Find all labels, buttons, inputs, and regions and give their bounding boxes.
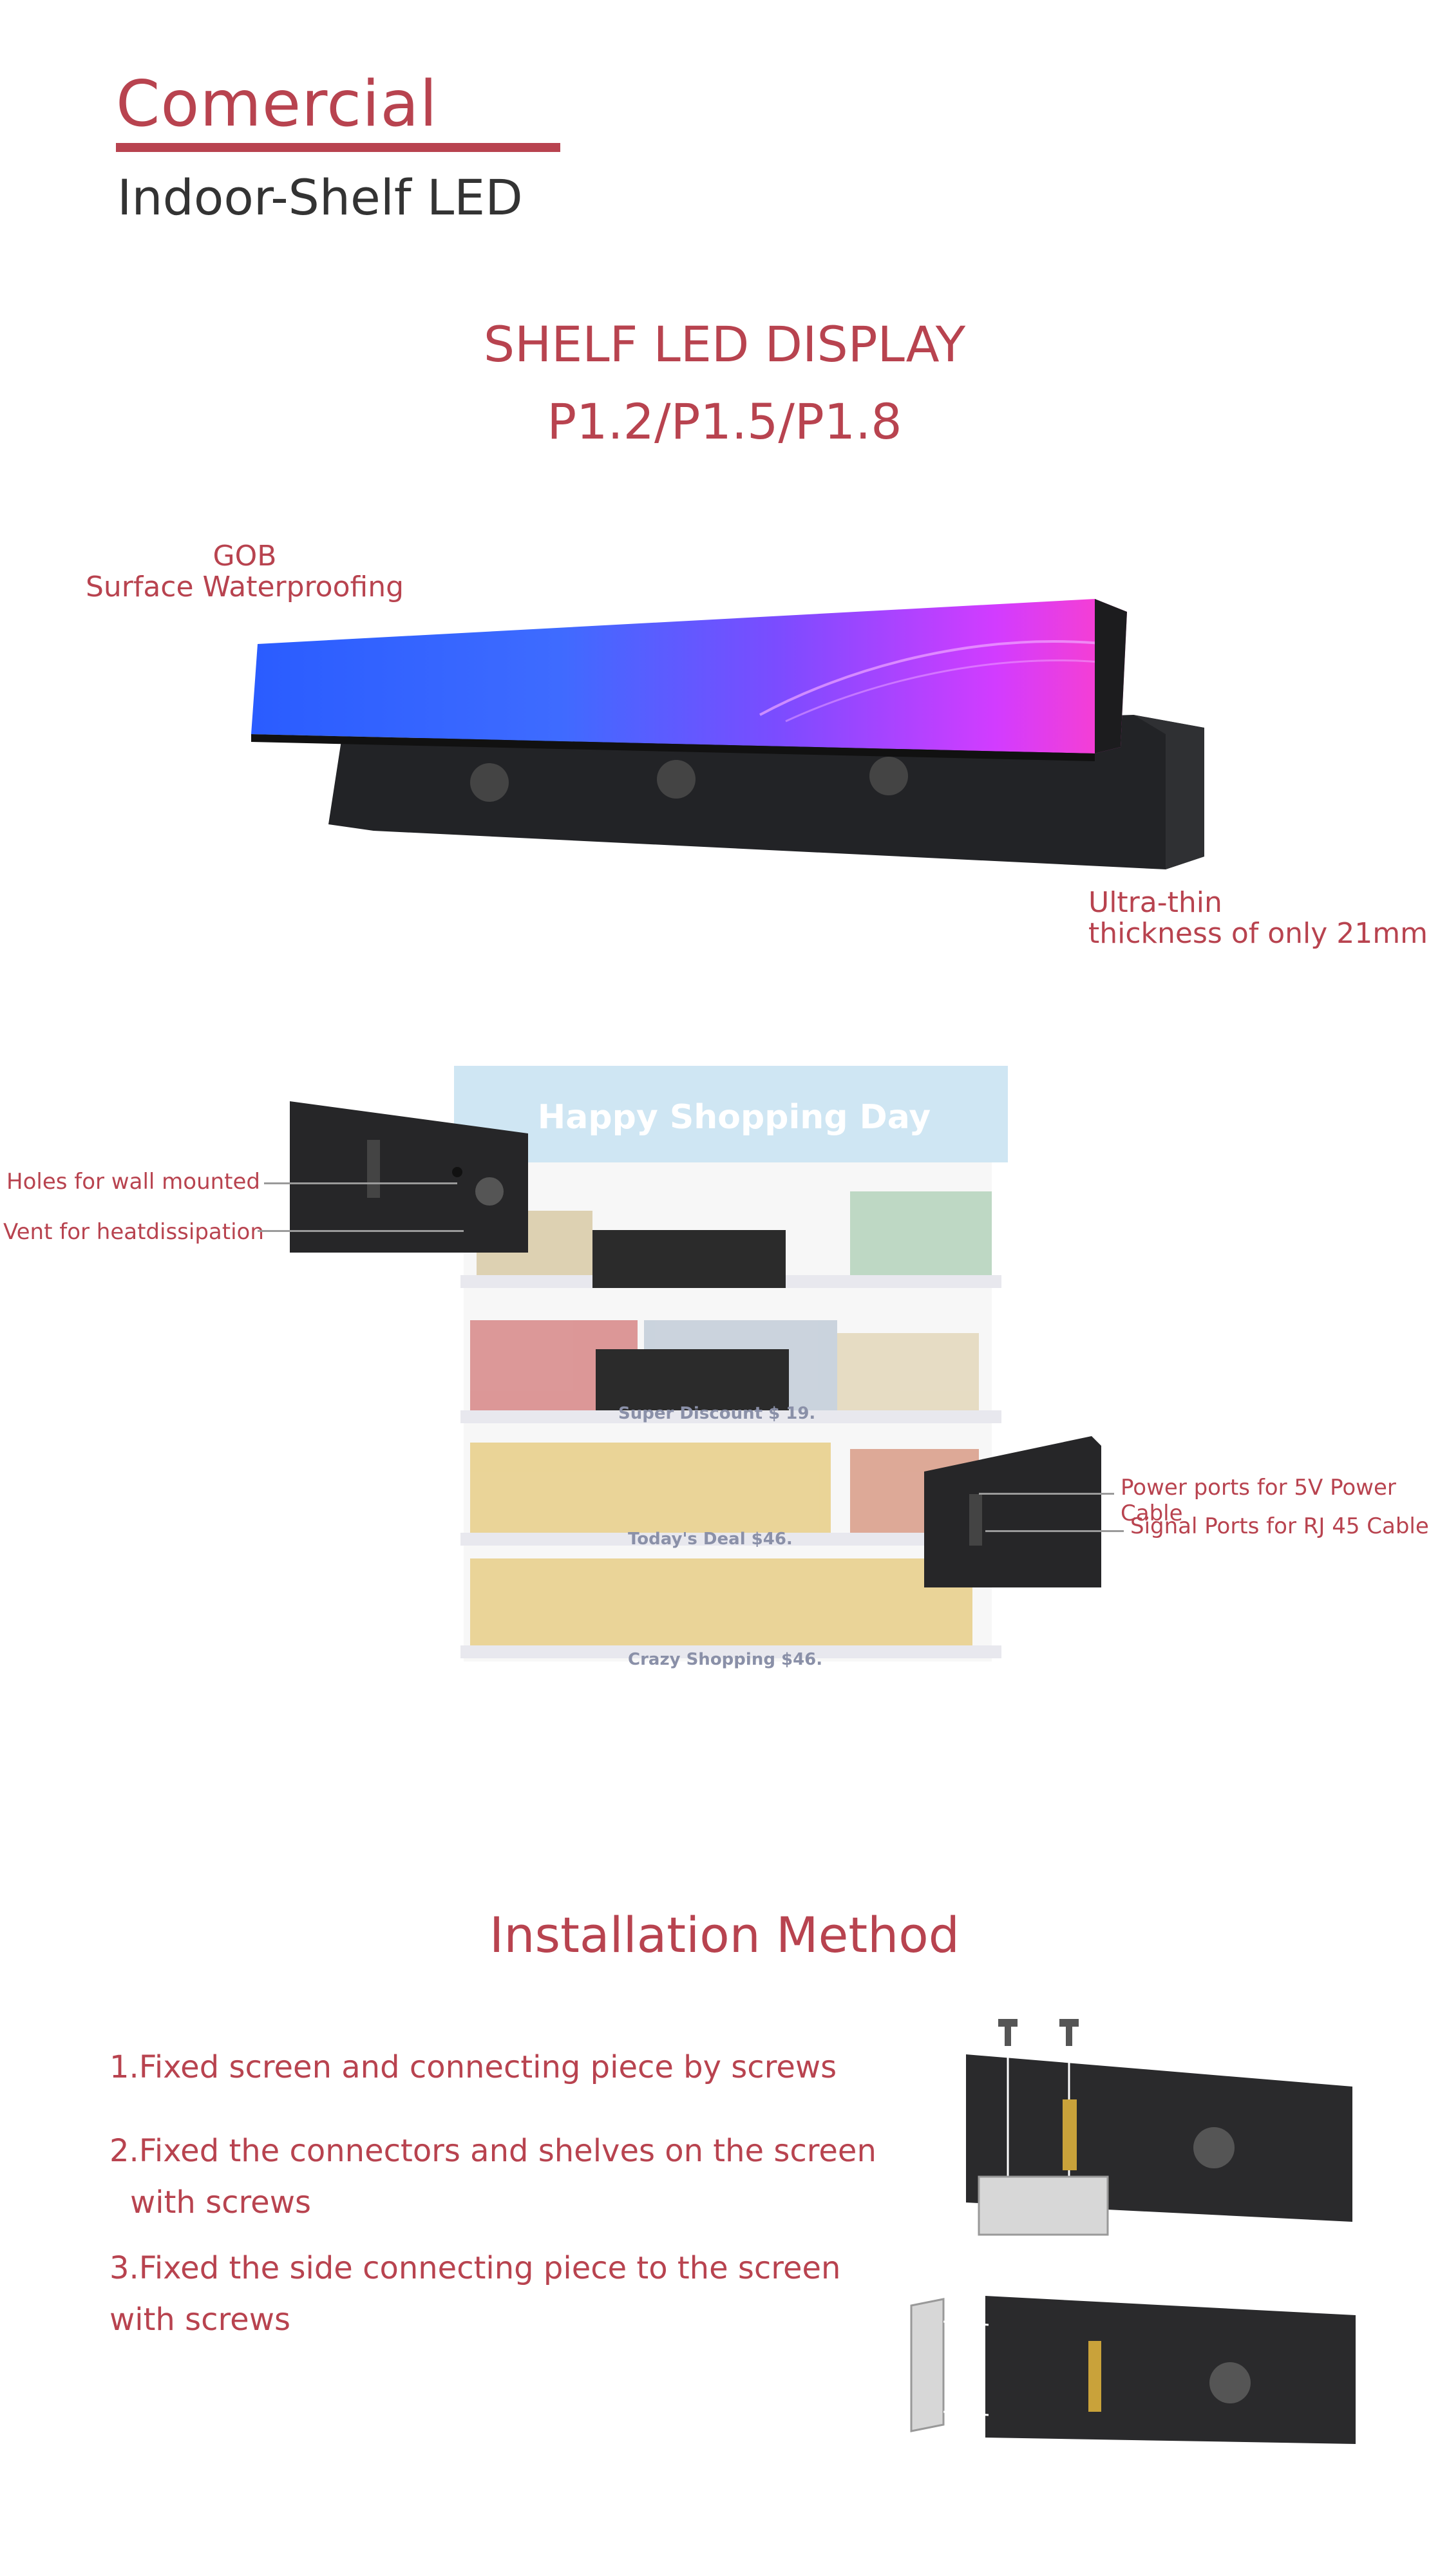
page-subtitle: Indoor-Shelf LED xyxy=(117,169,523,226)
screw-icon xyxy=(998,2019,1079,2046)
power-callout: Power ports for 5V Power Cable xyxy=(1121,1475,1396,1526)
thin-callout-line2: thickness of only 21mm xyxy=(1088,917,1428,951)
speaker-grille-icon xyxy=(470,757,908,802)
holes-leader-line xyxy=(264,1182,457,1184)
gob-callout: GOB Surface Waterproofing xyxy=(64,540,425,604)
gob-callout-line2: Surface Waterproofing xyxy=(85,571,404,604)
install-diagram-side xyxy=(910,2296,1356,2444)
thin-callout: Ultra-thin thickness of only 21mm xyxy=(1088,887,1428,950)
install-diagram-screws xyxy=(966,2019,1352,2236)
installation-steps: 1.Fixed screen and connecting piece by s… xyxy=(109,2041,882,2345)
product-title: SHELF LED DISPLAY xyxy=(483,316,966,373)
power-leader-line xyxy=(979,1493,1114,1495)
category-title: Comercial xyxy=(116,68,438,141)
shelf-led-product-render xyxy=(251,599,1204,869)
step-2-cont: with screws xyxy=(130,2184,311,2221)
thin-callout-line1: Ultra-thin xyxy=(1088,886,1222,919)
store-shelf-scene xyxy=(454,1066,1008,1662)
header-underline xyxy=(116,143,560,152)
product-models: P1.2/P1.5/P1.8 xyxy=(547,393,902,450)
step-3: 3.Fixed the side connecting piece to the… xyxy=(109,2250,841,2286)
vent-grille-icon xyxy=(1193,2127,1235,2168)
vent-grille-icon xyxy=(475,1177,504,1206)
module-back-detail-right xyxy=(924,1436,1101,1587)
gob-callout-line1: GOB xyxy=(213,540,277,573)
step-1: 1.Fixed screen and connecting piece by s… xyxy=(109,2049,837,2085)
shelf-label-2: Today's Deal $46. xyxy=(628,1530,793,1549)
vent-callout: Vent for heatdissipation xyxy=(3,1219,264,1245)
vent-leader-line xyxy=(258,1230,464,1232)
step-2: 2.Fixed the connectors and shelves on th… xyxy=(109,2133,876,2169)
signal-callout: Signal Ports for RJ 45 Cable xyxy=(1130,1513,1429,1539)
shelf-label-1: Super Discount $ 19. xyxy=(618,1404,816,1423)
vent-grille-icon xyxy=(1209,2362,1251,2403)
installation-title: Installation Method xyxy=(489,1906,960,1964)
signal-leader-line xyxy=(985,1530,1124,1532)
step-3-cont: with screws xyxy=(109,2302,290,2338)
holes-callout: Holes for wall mounted xyxy=(6,1169,261,1195)
shelf-label-3: Crazy Shopping $46. xyxy=(628,1650,823,1669)
banner-text: Happy Shopping Day xyxy=(537,1098,931,1137)
